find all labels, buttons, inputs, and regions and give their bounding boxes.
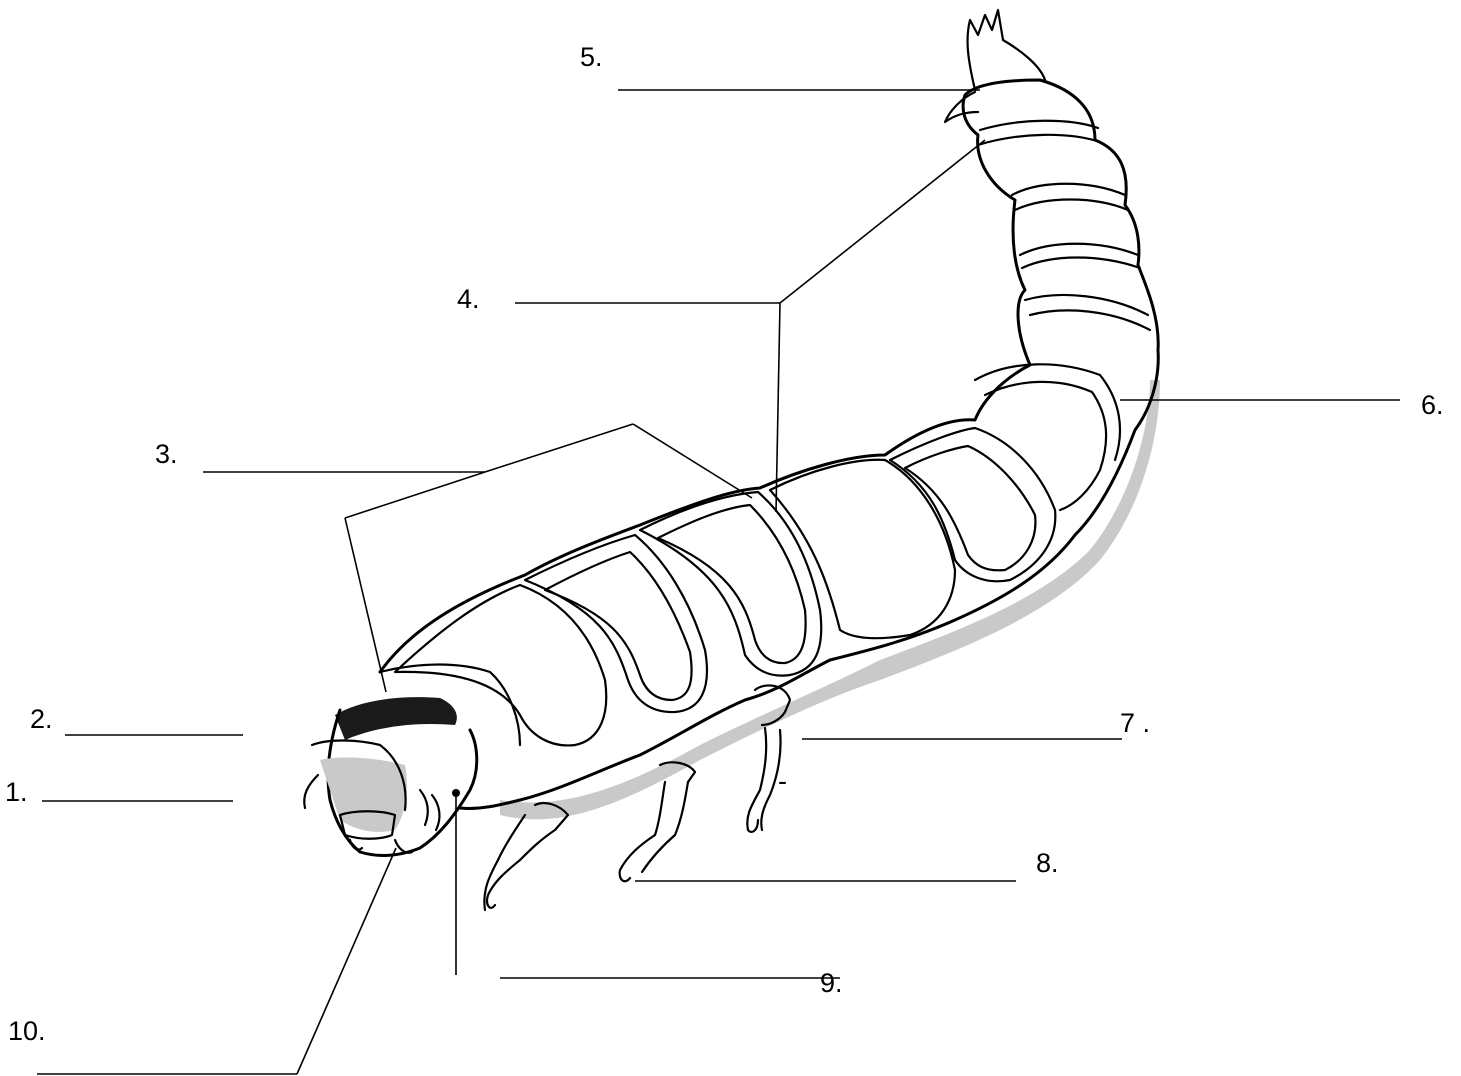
segment-line: [975, 364, 1120, 460]
segment-line: [1022, 258, 1140, 269]
leg-front: [484, 803, 568, 910]
segment-line: [1015, 200, 1128, 211]
segment-line: [1020, 244, 1138, 255]
segment-line: [1012, 184, 1125, 195]
label-4: 4.: [457, 286, 480, 313]
segment-plate: [658, 505, 806, 663]
label-5: 5.: [580, 44, 603, 71]
leader-line-3-d: [633, 424, 752, 498]
tail-spine: [945, 92, 978, 122]
label-2: 2.: [30, 706, 53, 733]
segment-plate: [905, 446, 1035, 570]
label-10: 10.: [8, 1018, 46, 1045]
antenna: [420, 790, 428, 825]
label-7: 7 .: [1120, 710, 1150, 737]
antenna: [432, 795, 439, 830]
leader-line-3-c: [485, 424, 633, 472]
tail-tip: [968, 10, 1045, 90]
leader-line-3-b: [345, 518, 386, 692]
label-6: 6.: [1421, 392, 1444, 419]
mandible: [350, 840, 362, 850]
label-3: 3.: [155, 441, 178, 468]
larva-body: [304, 10, 1160, 910]
stray-mark: -: [778, 768, 787, 795]
segment-line: [980, 121, 1098, 130]
leader-line-4-upper: [780, 140, 985, 303]
body-outline-dorsal: [380, 80, 1158, 672]
ventral-shadow: [500, 380, 1160, 819]
label-1: 1.: [5, 779, 28, 806]
segment-line: [978, 135, 1100, 145]
label-9: 9.: [820, 970, 843, 997]
body-outline-ventral: [460, 535, 1075, 808]
mandible: [304, 775, 318, 808]
leader-lines: [37, 90, 1400, 1074]
label-8: 8.: [1036, 850, 1059, 877]
segment-line: [1030, 310, 1150, 330]
leader-line-3-a: [345, 472, 485, 518]
stemma-eye: [452, 789, 460, 797]
head-collar-band: [335, 697, 457, 740]
leader-line-10-diagonal: [297, 848, 396, 1074]
